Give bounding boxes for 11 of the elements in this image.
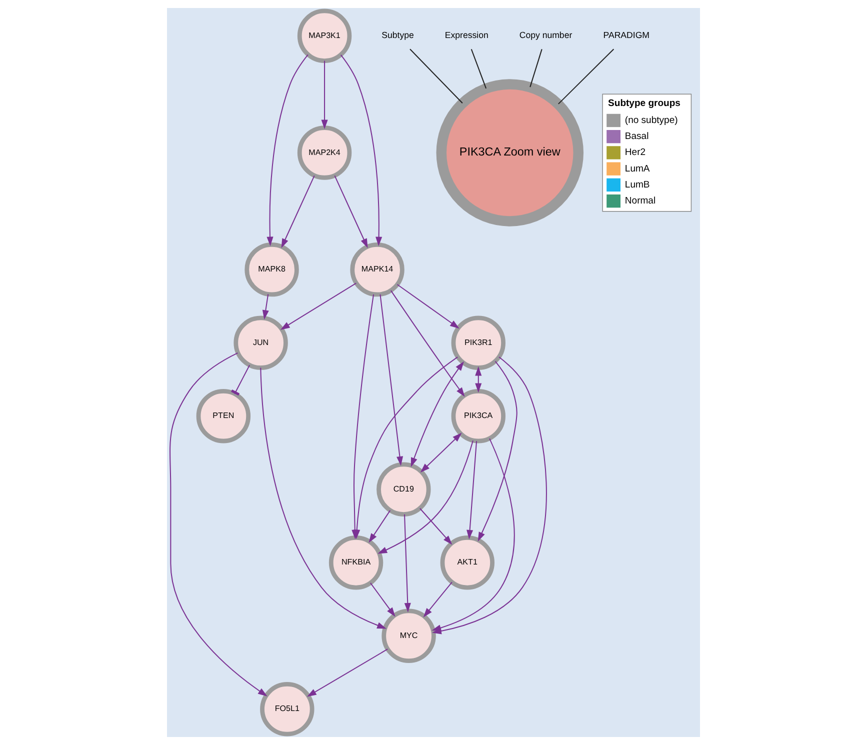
legend-label: LumA — [624, 163, 650, 174]
legend-label: (no subtype) — [624, 114, 678, 126]
legend-label: LumB — [624, 179, 650, 190]
legend-label: Her2 — [624, 147, 646, 158]
legend-label: Normal — [624, 196, 656, 207]
node-text: Copy number — [518, 30, 572, 40]
node-text: PARADIGM — [602, 30, 649, 40]
node-text: Expression — [444, 30, 488, 40]
legend-label: Basal — [624, 131, 648, 142]
node-text: Subtype — [381, 30, 414, 40]
label: Subtype groups — [608, 98, 680, 110]
